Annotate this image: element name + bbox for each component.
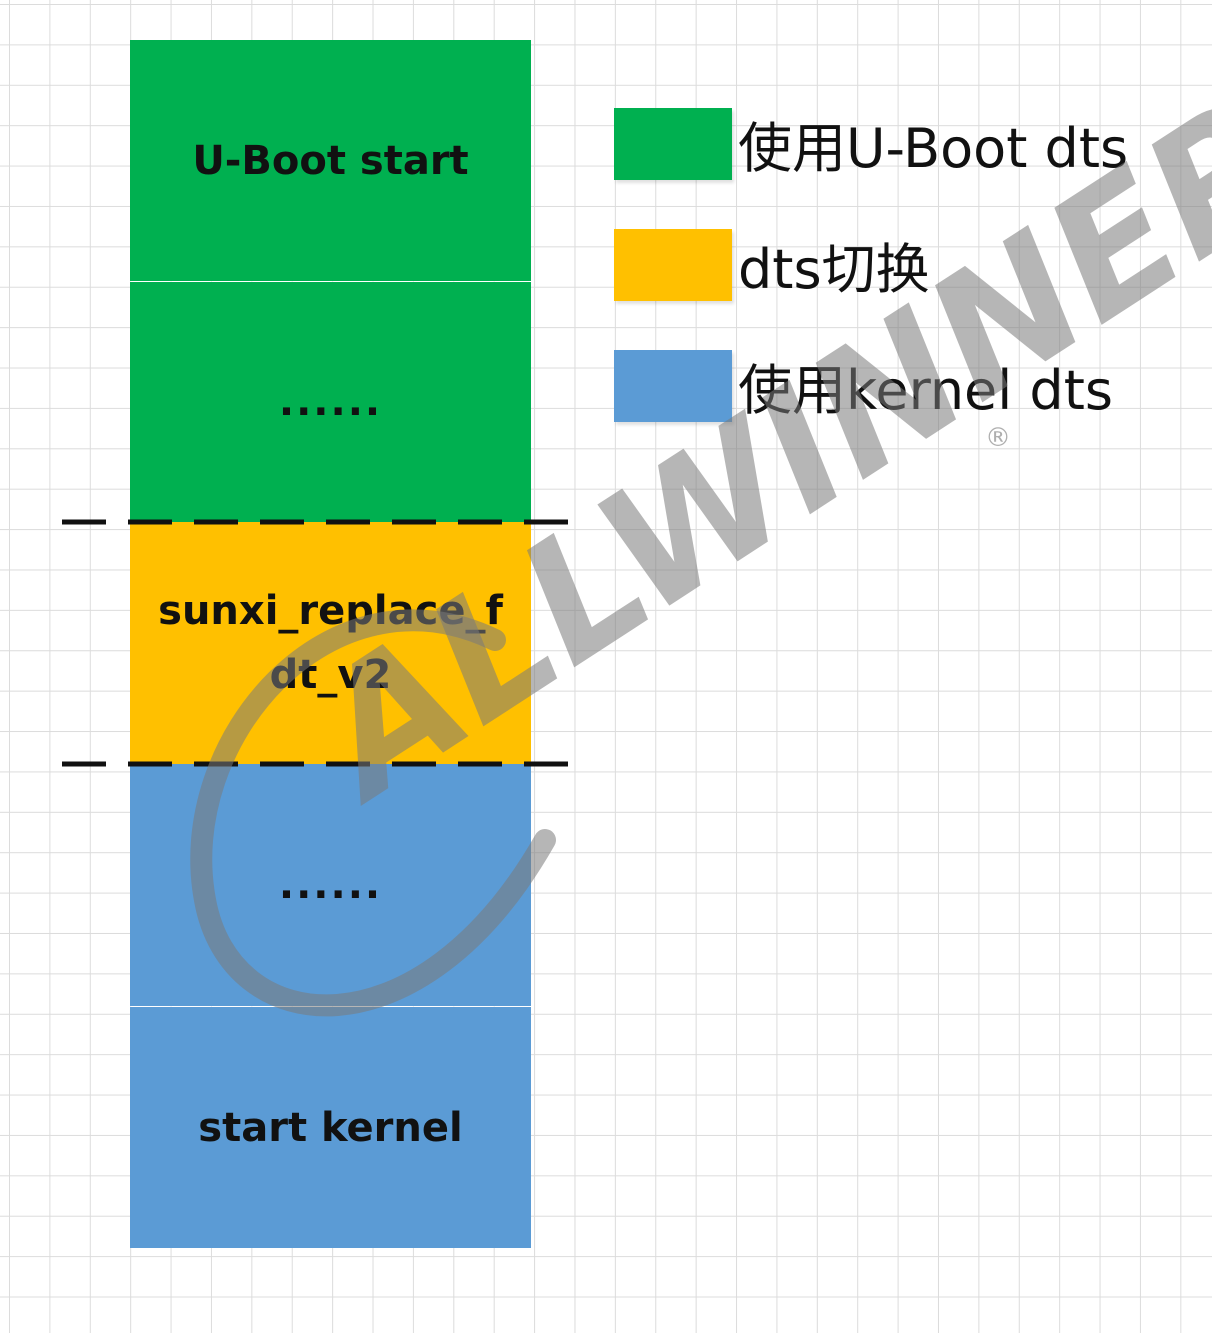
segment-label: U-Boot start <box>192 137 469 184</box>
legend-item-uboot-dts: 使用U-Boot dts <box>614 104 1128 183</box>
segment-divider <box>130 281 531 282</box>
segment-kernel-ellipsis: ...... <box>130 764 531 1006</box>
legend-label: 使用U-Boot dts <box>738 117 1129 180</box>
segment-label: ...... <box>278 379 383 425</box>
segment-uboot-ellipsis: ...... <box>130 282 531 522</box>
legend-swatch-blue <box>614 349 732 422</box>
legend-item-kernel-dts: 使用kernel dts <box>614 346 1113 425</box>
segment-label: ...... <box>278 862 383 908</box>
segment-label: sunxi_replace_fdt_v2 <box>158 588 503 698</box>
segment-start-kernel: start kernel <box>130 1007 531 1248</box>
legend-swatch-green <box>614 107 732 180</box>
dashed-boundary-bottom <box>62 761 590 767</box>
segment-label: start kernel <box>198 1104 463 1151</box>
legend-label: 使用kernel dts <box>738 359 1114 422</box>
segment-replace-fdt: sunxi_replace_fdt_v2 <box>130 522 531 764</box>
segment-uboot-start: U-Boot start <box>130 40 531 281</box>
legend-label: dts切换 <box>738 238 930 301</box>
legend-swatch-yellow <box>614 228 732 301</box>
registered-mark-icon: ® <box>985 423 1011 453</box>
legend-item-dts-switch: dts切换 <box>614 225 930 304</box>
dashed-boundary-top <box>62 519 590 525</box>
